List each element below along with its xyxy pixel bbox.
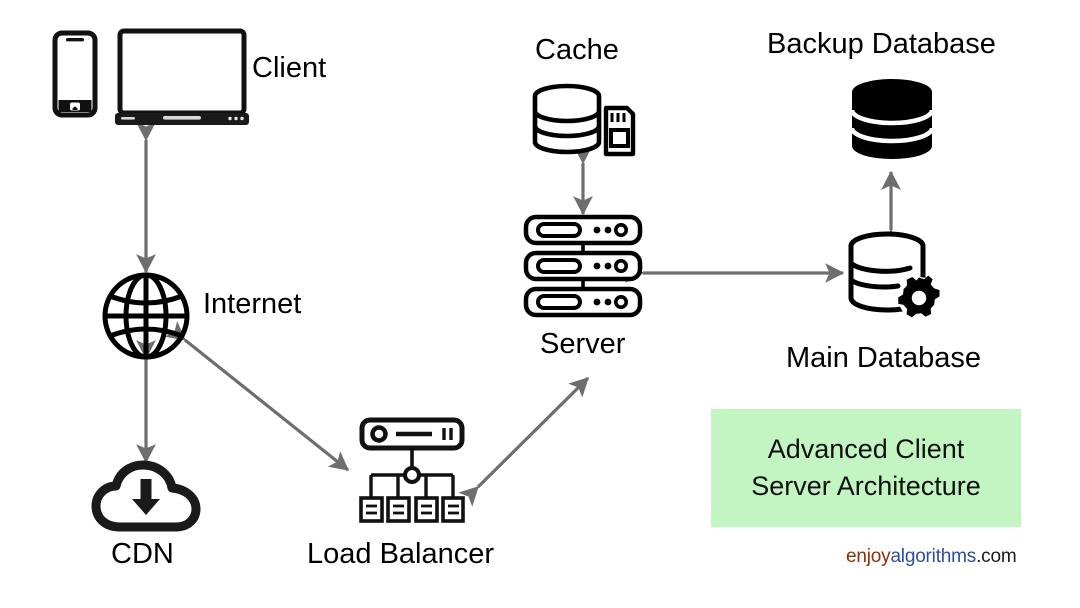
caption-line-2: Server Architecture: [751, 471, 981, 501]
watermark-part-enjoy: enjoy: [846, 546, 891, 567]
label-server: Server: [540, 328, 626, 360]
memory-card-icon: [603, 105, 636, 157]
node-load-balancer[interactable]: [359, 417, 465, 528]
database-filled-icon: [849, 79, 935, 159]
node-server[interactable]: [523, 214, 643, 318]
load-balancer-icon: [359, 417, 465, 523]
label-client: Client: [252, 52, 327, 84]
cloud-download-icon: [91, 460, 201, 532]
laptop-icon: [115, 28, 249, 125]
globe-icon: [102, 272, 190, 360]
label-internet: Internet: [203, 288, 302, 320]
node-cdn[interactable]: [91, 460, 202, 535]
node-backup-database[interactable]: [849, 79, 935, 168]
label-main-database: Main Database: [786, 342, 982, 374]
node-internet[interactable]: [96, 272, 196, 360]
arrow-internet-loadbalancer: [164, 321, 350, 472]
gear-icon: [898, 275, 940, 319]
label-cache: Cache: [535, 34, 619, 66]
node-main-database[interactable]: [848, 231, 946, 322]
label-backup-database: Backup Database: [767, 28, 996, 60]
node-client[interactable]: [52, 28, 262, 132]
watermark: enjoyalgorithms.com: [846, 546, 1017, 568]
label-cdn: CDN: [111, 538, 174, 570]
cache-group: [532, 83, 636, 157]
watermark-part-domain: .com: [976, 546, 1017, 567]
caption-line-1: Advanced Client: [767, 433, 965, 464]
database-icon: [532, 83, 602, 155]
label-load-balancer: Load Balancer: [307, 538, 495, 570]
client-devices-group: [52, 28, 249, 125]
database-gear-icon: [848, 231, 940, 319]
caption-box: Advanced Client Server Architecture: [711, 409, 1021, 527]
node-cache[interactable]: [532, 83, 636, 158]
watermark-part-algorithms: algorithms: [890, 546, 977, 567]
arrow-loadbalancer-server: [458, 376, 590, 507]
smartphone-icon: [52, 30, 98, 118]
server-rack-icon: [523, 214, 643, 318]
